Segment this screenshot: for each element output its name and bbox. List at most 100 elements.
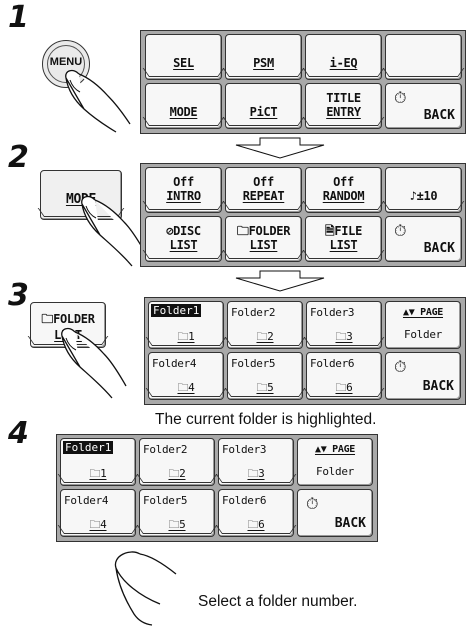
back-label: BACK [424, 241, 455, 256]
page-folder-button[interactable]: ▲▼ PAGE Folder [385, 301, 461, 349]
grid-button[interactable]: SEL [145, 34, 222, 80]
button-tab [143, 473, 211, 483]
step3-caption: The current folder is highlighted. [155, 411, 376, 429]
button-tab [152, 387, 220, 397]
button-tab [222, 473, 290, 483]
folder-button[interactable]: Folder6🗀6 [218, 489, 294, 537]
button-tab [222, 524, 290, 534]
button-tab [231, 387, 299, 397]
back-label: BACK [423, 379, 454, 394]
button-tab [309, 67, 378, 77]
step-number-2: 2 [8, 140, 29, 175]
button-tab [229, 249, 298, 259]
button-tab [310, 387, 378, 397]
button-tab [64, 524, 132, 534]
grid-button[interactable]: PiCT [225, 83, 302, 129]
back-button[interactable]: ⏱ BACK [385, 352, 461, 400]
button-tab [310, 336, 378, 346]
stopwatch-icon: ⏱ [394, 221, 406, 241]
folder-name: Folder2 [140, 443, 214, 456]
button-tab [149, 116, 218, 126]
button-tab [309, 200, 378, 210]
page-sub-label: Folder [298, 465, 372, 478]
folder-button[interactable]: Folder5🗀5 [139, 489, 215, 537]
button-label-line1: 🗎FILE [306, 225, 381, 238]
step4-caption: Select a folder number. [198, 593, 357, 611]
grid-button[interactable]: PSM [225, 34, 302, 80]
button-tab [64, 473, 132, 483]
folder-name: Folder5 [228, 357, 302, 370]
folder-button[interactable]: Folder2🗀2 [139, 438, 215, 486]
folder-name: Folder4 [61, 494, 135, 507]
folder-button[interactable]: Folder1🗀1 [60, 438, 136, 486]
folder-button[interactable]: Folder6🗀6 [306, 352, 382, 400]
blank-button[interactable] [385, 34, 462, 80]
folder-button[interactable]: Folder3🗀3 [218, 438, 294, 486]
folder-button[interactable]: Folder1🗀1 [148, 301, 224, 349]
page-label: ▲▼ PAGE [386, 306, 460, 319]
button-tab [149, 67, 218, 77]
down-arrow-icon [230, 137, 330, 159]
button-tab [309, 116, 378, 126]
step-number-4: 4 [8, 416, 29, 451]
folder-name-highlighted: Folder1 [63, 441, 113, 454]
button-tab [309, 249, 378, 259]
folder-button[interactable]: Folder4🗀4 [148, 352, 224, 400]
finger-hand-icon [40, 322, 130, 402]
finger-hand-icon [44, 64, 134, 134]
button-tab [389, 200, 458, 210]
page-folder-button[interactable]: ▲▼ PAGE Folder [297, 438, 373, 486]
button-label-line1: Off [306, 176, 381, 189]
button-tab [229, 200, 298, 210]
finger-hand-icon [100, 548, 190, 626]
folder-button[interactable]: Folder5🗀5 [227, 352, 303, 400]
folder-name: Folder6 [307, 357, 381, 370]
grid-button[interactable]: i-EQ [305, 34, 382, 80]
back-label: BACK [335, 516, 366, 531]
step-number-3: 3 [8, 278, 29, 313]
button-tab [149, 200, 218, 210]
back-label: BACK [424, 108, 455, 123]
button-label-line1: Off [226, 176, 301, 189]
button-tab [149, 249, 218, 259]
stopwatch-icon: ⏱ [394, 88, 406, 108]
finger-hand-icon [60, 190, 150, 270]
folder-button[interactable]: Folder4🗀4 [60, 489, 136, 537]
button-tab [152, 336, 220, 346]
grid-button[interactable]: ♪±10 [385, 167, 462, 213]
button-label-line1: 🗀FOLDER [226, 225, 301, 238]
stopwatch-icon: ⏱ [306, 494, 318, 514]
button-label-line1: ⊘DISC [146, 225, 221, 238]
back-button[interactable]: ⏱ BACK [385, 216, 462, 262]
page-label: ▲▼ PAGE [298, 443, 372, 456]
folder-button[interactable]: Folder2🗀2 [227, 301, 303, 349]
page-sub-label: Folder [386, 328, 460, 341]
folder-name: Folder4 [149, 357, 223, 370]
button-tab [143, 524, 211, 534]
folder-button[interactable]: Folder3🗀3 [306, 301, 382, 349]
button-tab [229, 67, 298, 77]
down-arrow-icon [230, 270, 330, 292]
folder-name: Folder5 [140, 494, 214, 507]
stopwatch-icon: ⏱ [394, 357, 406, 377]
folder-name: Folder3 [219, 443, 293, 456]
back-button[interactable]: ⏱ BACK [297, 489, 373, 537]
folder-name-highlighted: Folder1 [151, 304, 201, 317]
back-button[interactable]: ⏱ BACK [385, 83, 462, 129]
folder-name: Folder3 [307, 306, 381, 319]
button-tab [231, 336, 299, 346]
grid-button[interactable]: MODE [145, 83, 222, 129]
button-tab [229, 116, 298, 126]
step-number-1: 1 [8, 0, 29, 35]
button-label-line1: Off [146, 176, 221, 189]
folder-name: Folder6 [219, 494, 293, 507]
button-tab [389, 67, 458, 77]
button-label-line1: TITLE [306, 92, 381, 105]
